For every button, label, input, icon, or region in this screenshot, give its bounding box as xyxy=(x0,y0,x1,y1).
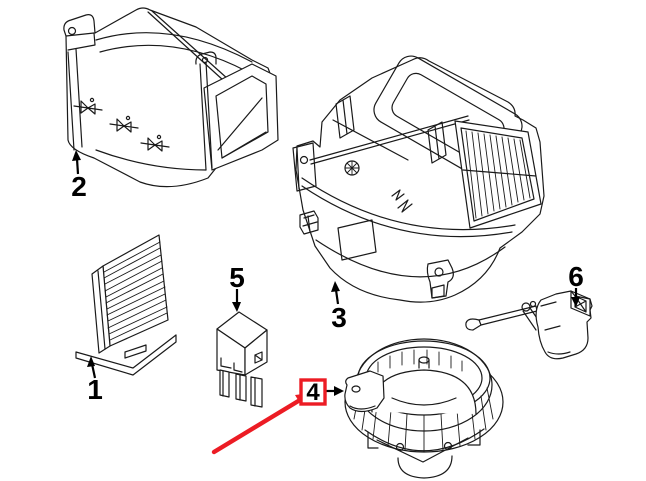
cabin-air-filter-drawing[interactable] xyxy=(75,234,177,376)
actuator-drawing[interactable] xyxy=(465,290,593,360)
leader-line xyxy=(334,289,340,305)
callout-3[interactable]: 3 xyxy=(331,281,347,333)
leader-arrowhead-icon xyxy=(334,386,344,396)
clip-symbols xyxy=(73,97,170,152)
leader-arrowhead-icon xyxy=(72,150,81,161)
part-5-label: 5 xyxy=(229,262,245,293)
callout-2[interactable]: 2 xyxy=(71,150,87,202)
highlight-box xyxy=(299,378,327,406)
leader-line xyxy=(90,363,97,379)
leader-arrowhead-icon xyxy=(232,302,241,312)
air-intake-duct-drawing[interactable] xyxy=(63,7,279,188)
part-3-label: 3 xyxy=(331,302,347,333)
callout-5[interactable]: 5 xyxy=(229,262,245,312)
part-2-label: 2 xyxy=(71,171,87,202)
leader-arrowhead-icon xyxy=(331,281,340,292)
part-4-label: 4 xyxy=(306,379,320,406)
part-1-label: 1 xyxy=(87,374,103,405)
callout-4-highlighted[interactable]: 4 xyxy=(299,378,344,406)
blower-motor-drawing[interactable] xyxy=(344,338,504,479)
part-6-label: 6 xyxy=(568,261,584,292)
leader-arrowhead-icon xyxy=(571,297,580,307)
housing-grille xyxy=(454,120,542,229)
leader-arrowhead-icon xyxy=(87,356,95,367)
callout-6[interactable]: 6 xyxy=(568,261,584,307)
callout-1[interactable]: 1 xyxy=(87,356,103,405)
blower-housing-drawing[interactable] xyxy=(292,51,545,303)
relay-drawing[interactable] xyxy=(216,311,268,408)
leader-line xyxy=(75,158,80,175)
